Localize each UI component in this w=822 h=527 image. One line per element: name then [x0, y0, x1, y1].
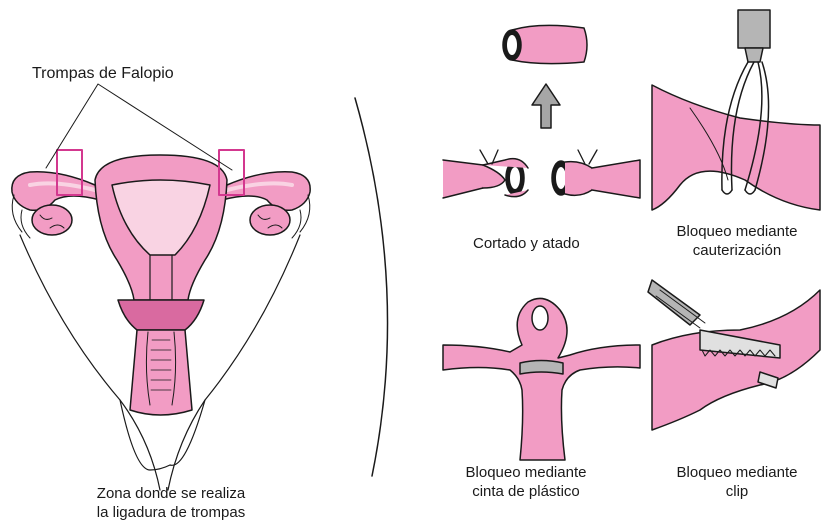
clip-illustration — [648, 280, 820, 430]
divider-arc — [355, 98, 388, 476]
cauterization-line2: cauterización — [657, 241, 817, 260]
cauterization-line1: Bloqueo mediante — [657, 222, 817, 241]
cervix — [118, 300, 204, 330]
right-ovary — [250, 205, 290, 235]
plastic-band-illustration — [443, 298, 640, 460]
plastic-band-line1: Bloqueo mediante — [446, 463, 606, 482]
plastic-band-line2: cinta de plástico — [446, 482, 606, 501]
clip-line1: Bloqueo mediante — [657, 463, 817, 482]
ligation-zone-line2: la ligadura de trompas — [76, 503, 266, 522]
ligation-zone-line1: Zona donde se realiza — [76, 484, 266, 503]
ligation-zone-caption: Zona donde se realiza la ligadura de tro… — [76, 484, 266, 522]
arrow-up-icon — [532, 84, 560, 128]
left-ovary — [32, 205, 72, 235]
clip-caption: Bloqueo mediante clip — [657, 463, 817, 501]
cauterization-caption: Bloqueo mediante cauterización — [657, 222, 817, 260]
plastic-band-caption: Bloqueo mediante cinta de plástico — [446, 463, 606, 501]
cauterization-illustration — [652, 10, 820, 210]
uterus-anatomy — [12, 84, 310, 490]
cut-tied-illustration — [443, 25, 640, 198]
cut-tied-label: Cortado y atado — [473, 234, 580, 253]
fallopian-tubes-label: Trompas de Falopio — [32, 64, 174, 83]
clip-line2: clip — [657, 482, 817, 501]
